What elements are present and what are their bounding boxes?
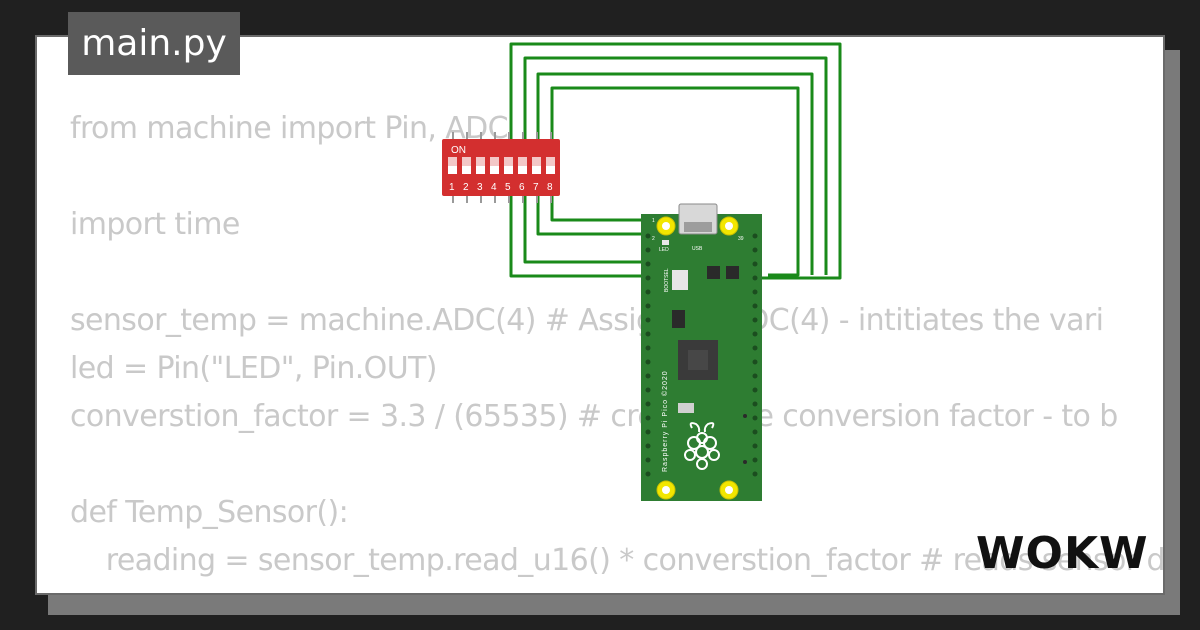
dip-switch[interactable]: ON 1 2 3 4 5 6 7 8 bbox=[442, 132, 560, 203]
raspberry-pi-logo-icon bbox=[684, 422, 720, 470]
dip-numbers: 1 2 3 4 5 6 7 8 bbox=[449, 182, 553, 193]
code-line: reading = sensor_temp.read_u16() * conve… bbox=[70, 543, 1165, 578]
dip-toggle-3 bbox=[476, 157, 485, 174]
dip-number: 7 bbox=[533, 182, 539, 193]
wokwi-logo-text: WOKWI bbox=[976, 528, 1150, 577]
dip-number: 4 bbox=[491, 182, 497, 193]
led-label: LED bbox=[659, 247, 669, 253]
dip-number: 6 bbox=[519, 182, 525, 193]
dip-number: 1 bbox=[449, 182, 455, 193]
wires bbox=[509, 42, 842, 280]
chip-small bbox=[726, 266, 739, 279]
bootsel-button bbox=[672, 270, 688, 290]
dip-number: 2 bbox=[463, 182, 469, 193]
code-line: 27 - (reading - 0.706)/0.001721 # conver… bbox=[70, 585, 1163, 593]
dip-toggle-7 bbox=[532, 157, 541, 174]
dip-on-label: ON bbox=[451, 145, 466, 156]
dip-pins-top bbox=[452, 132, 552, 140]
dip-toggle-8 bbox=[546, 157, 555, 174]
pin-2-label: 2 bbox=[652, 236, 655, 242]
bootsel-label: BOOTSEL bbox=[664, 268, 670, 292]
dip-body bbox=[442, 139, 560, 196]
wire-1[interactable] bbox=[550, 86, 800, 277]
dip-number: 5 bbox=[505, 182, 511, 193]
code-line: led = Pin("LED", Pin.OUT) bbox=[70, 351, 437, 386]
dip-toggle-4 bbox=[490, 157, 499, 174]
dip-toggle-1 bbox=[448, 157, 457, 174]
code-line: from machine import Pin, ADC bbox=[70, 111, 509, 146]
code-line: sensor_temp = machine.ADC(4) # Assigning… bbox=[70, 303, 1104, 338]
pico-name-label: Raspberry Pi Pico ©2020 bbox=[661, 370, 669, 472]
pico-pin-holes-left bbox=[645, 233, 651, 477]
chip-flash bbox=[672, 310, 685, 328]
crystal bbox=[678, 403, 694, 413]
dip-toggle-2 bbox=[462, 157, 471, 174]
dip-pins-bottom bbox=[452, 196, 552, 203]
code-line: import time bbox=[70, 207, 240, 242]
wokwi-logo: WOKWI bbox=[976, 528, 1150, 577]
led-icon bbox=[662, 240, 669, 245]
wire-4[interactable] bbox=[509, 42, 842, 280]
dip-number: 8 bbox=[547, 182, 553, 193]
pico-board[interactable]: LED USB 1 2 39 BOOTSEL Raspberry Pi Pico… bbox=[641, 203, 762, 501]
file-tab[interactable]: main.py bbox=[68, 12, 240, 75]
dip-number: 3 bbox=[477, 182, 483, 193]
pico-pin-holes-right bbox=[752, 233, 758, 477]
pin-1-label: 1 bbox=[652, 218, 655, 224]
preview-card: from machine import Pin, ADC import time s… bbox=[35, 35, 1165, 595]
pin-39-label: 39 bbox=[738, 236, 744, 242]
wire-2[interactable] bbox=[536, 72, 814, 275]
code-line: def Temp_Sensor(): bbox=[70, 495, 349, 530]
dip-toggles bbox=[448, 157, 555, 174]
usb-label: USB bbox=[692, 246, 703, 252]
dip-toggle-6 bbox=[518, 157, 527, 174]
chip-small bbox=[707, 266, 720, 279]
code-preview: from machine import Pin, ADC import time s… bbox=[70, 105, 1165, 593]
wire-3[interactable] bbox=[523, 56, 828, 275]
dip-toggle-5 bbox=[504, 157, 513, 174]
